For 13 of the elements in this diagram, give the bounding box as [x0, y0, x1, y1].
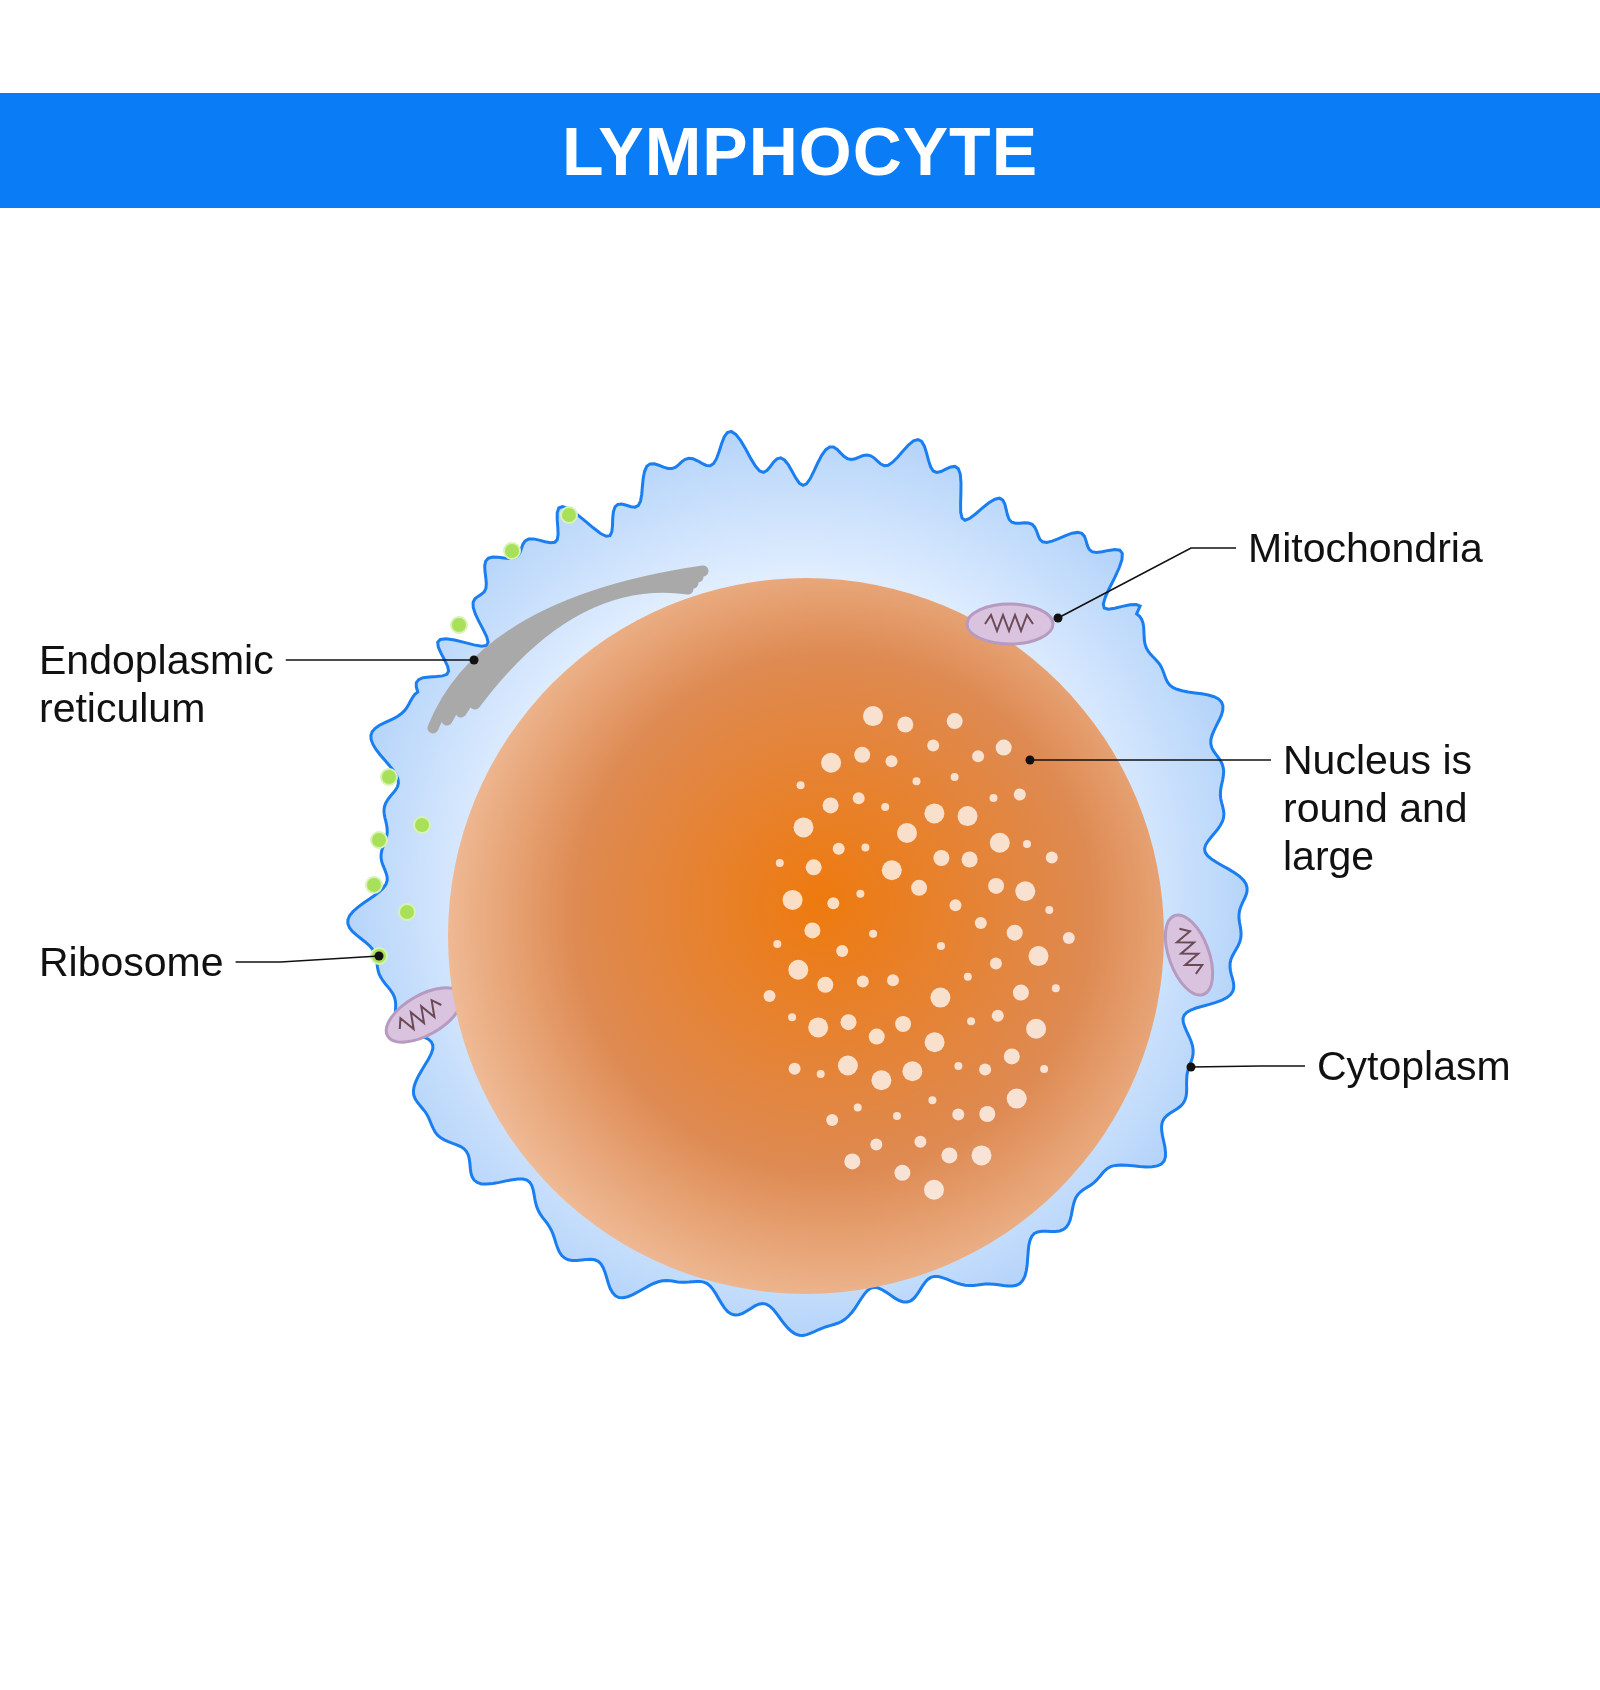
leader-line: [1025, 755, 1272, 765]
part-label: Mitochondria: [1248, 524, 1548, 572]
leader-line: [1053, 547, 1237, 623]
part-label: Endoplasmic reticulum: [39, 636, 309, 732]
title: LYMPHOCYTE: [562, 111, 1038, 190]
mitochondrion: [965, 602, 1055, 646]
leader-line: [1186, 1062, 1306, 1072]
leader-line: [234, 951, 384, 963]
part-label: Ribosome: [39, 938, 259, 986]
part-label: Nucleus is round and large: [1283, 736, 1483, 880]
leader-line: [284, 655, 479, 665]
nucleus: [446, 576, 1166, 1296]
part-label: Cytoplasm: [1317, 1042, 1567, 1090]
